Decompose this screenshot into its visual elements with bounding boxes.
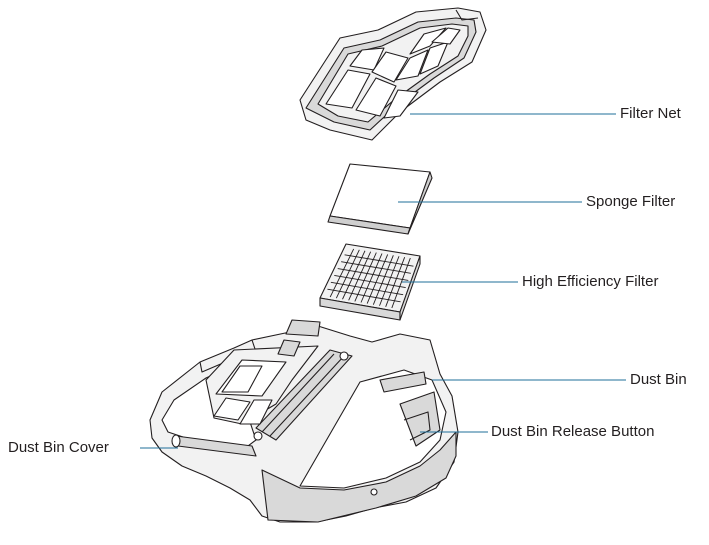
filter-grid-line [354,252,377,302]
dust-bin-part [149,319,459,523]
filter-net-part [299,7,487,141]
leader-lines [140,113,626,449]
label-dust-bin-release-button: Dust Bin Release Button [491,423,655,440]
filter-grid-line [360,253,383,303]
filter-grid-line [327,288,401,303]
label-high-efficiency-filter: High Efficiency Filter [522,273,659,290]
label-dust-bin: Dust Bin [630,371,687,388]
filter-grid-line [342,250,366,300]
filter-grid-line [335,249,360,299]
filter-grid-line [372,255,394,305]
filter-grid-line [341,261,411,274]
filter-grid-line [337,268,409,281]
label-filter-net: Filter Net [620,105,681,122]
filter-grid-line [344,254,414,267]
label-dust-bin-cover: Dust Bin Cover [8,439,109,456]
label-sponge-filter: Sponge Filter [586,193,676,210]
filter-grid-line [329,248,355,298]
filter-grid-line [330,281,404,296]
high-efficiency-filter-part [319,243,421,321]
filter-grid-line [391,257,411,309]
filter-grid-line [385,257,406,307]
filter-grid-line [379,256,400,306]
filter-grid-line [366,254,389,304]
filter-grid-line [348,251,372,301]
sponge-filter-part [327,163,433,235]
filter-grid-line [334,274,406,289]
